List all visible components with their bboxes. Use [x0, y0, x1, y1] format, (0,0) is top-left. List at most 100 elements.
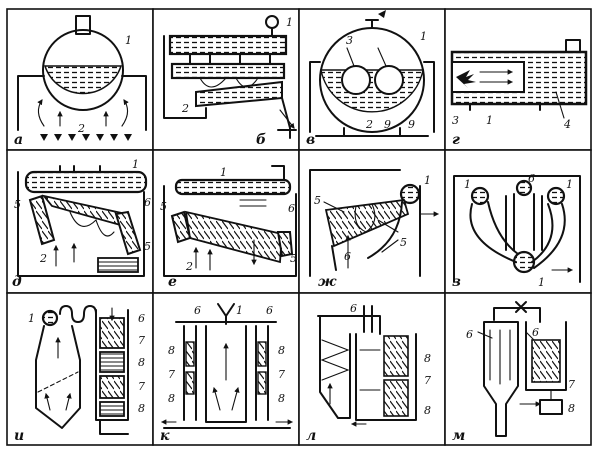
panel-m-label-7: 7 [568, 378, 575, 391]
panel-l-steam-lines [363, 305, 373, 333]
panel-e-tube-bank [184, 210, 283, 264]
panel-i-label-8b: 8 [138, 402, 145, 415]
panel-z-drum-right [546, 186, 566, 206]
panel-m-leaders-6 [477, 331, 535, 341]
panel-d-gas-path [69, 211, 115, 237]
panel-zh-leaders-5 [323, 201, 399, 253]
panel-d-label-1: 1 [132, 158, 139, 171]
panel-m-shaft [525, 321, 567, 391]
panel-zh-letter: ж [318, 274, 337, 290]
panel-z-label-1c: 1 [538, 276, 545, 289]
panel-e-letter: е [168, 274, 177, 290]
panel-i-label-1: 1 [28, 312, 35, 325]
panel-m-top-piping [493, 307, 541, 323]
panel-z-drum-middle [515, 179, 533, 197]
panel-e-label-5b: 5 [290, 252, 297, 265]
panel-l-label-6: 6 [350, 302, 357, 315]
panel-d-grate [97, 257, 139, 273]
panel-e-label-1: 1 [220, 166, 227, 179]
panel-g-leader-4 [555, 91, 565, 119]
panel-zh-label-5a: 5 [314, 194, 321, 207]
panel-e-outlet [271, 165, 285, 181]
panel-z-label-1a: 1 [464, 178, 471, 191]
panel-k-label-6b: 6 [266, 304, 273, 317]
panel-g-label-3: 3 [452, 114, 459, 127]
panel-b-frame [152, 8, 300, 151]
panel-a-brickwork [17, 75, 147, 131]
panel-a-burner-flames [40, 134, 132, 141]
panel-v-flue-tube-left [341, 65, 371, 95]
panel-d-label-5b: 5 [144, 240, 151, 253]
panel-i-label-7a: 7 [138, 334, 145, 347]
panel-g-letter: г [452, 132, 460, 148]
panel-a-label-1: 1 [125, 34, 132, 47]
panel-zh-gas-loop [354, 203, 376, 233]
panel-g-label-1: 1 [486, 114, 493, 127]
panel-b-flue-arrow [279, 109, 295, 129]
panel-d-header-right [114, 210, 142, 256]
panel-v-leader-3 [346, 47, 387, 67]
panel-v-label-2: 2 [365, 118, 373, 131]
panel-zh-setting [309, 169, 421, 277]
panel-b-label-1: 1 [286, 16, 293, 29]
panel-v-shell [319, 27, 425, 133]
panel-d-label-2: 2 [39, 252, 47, 265]
panel-a-steam-dome [75, 15, 91, 35]
panel-e-label-6: 6 [288, 202, 295, 215]
panel-b-label-2: 2 [181, 102, 189, 115]
panel-d-label-6: 6 [144, 196, 151, 209]
panel-b-risers [189, 53, 271, 65]
panel-b-upper-drum [168, 34, 288, 56]
panel-i-label-8a: 8 [138, 356, 145, 369]
panel-g: 3 1 4 г [444, 8, 592, 151]
panel-i-economizer-lower [99, 375, 125, 399]
panel-k-label-7b: 7 [278, 368, 285, 381]
panel-i-label-6: 6 [138, 312, 145, 325]
panel-d-header-left [28, 194, 56, 246]
panel-l-furnace [319, 315, 351, 419]
panel-l-label-7: 7 [424, 374, 431, 387]
panel-z-drum-left [470, 186, 490, 206]
panel-m-letter: м [452, 428, 465, 444]
panel-i-label-7b: 7 [138, 380, 145, 393]
panel-e-setting [163, 185, 297, 277]
panel-d-letter: д [12, 274, 22, 290]
panel-v-label-3: 3 [346, 34, 353, 47]
panel-d: 1 5 6 5 2 д [6, 149, 154, 294]
panel-a-letter: а [14, 132, 23, 148]
panel-z-tubes-left [469, 201, 519, 263]
panel-i-furnace [35, 325, 81, 429]
panel-v-supports [315, 127, 429, 137]
panel-b-middle-drum [170, 62, 286, 80]
panel-b-gas-path [199, 77, 259, 88]
panel-l-label-8a: 8 [424, 352, 431, 365]
panel-k-letter: к [160, 428, 170, 444]
panel-l-letter: л [306, 428, 316, 444]
panel-zh-label-5b: 5 [400, 236, 407, 249]
panel-k-coil [185, 341, 195, 367]
panel-b-furnace [163, 35, 207, 119]
panel-z-label-1b: 1 [566, 178, 573, 191]
panel-zh-tube-bank [324, 199, 410, 248]
panel-i-superheater [59, 305, 97, 323]
panel-g-label-4: 4 [563, 118, 571, 131]
panel-i-economizer-upper [99, 317, 125, 349]
panel-z-tubes-right [531, 203, 566, 269]
panel-i-drum [41, 309, 59, 327]
panel-v-valve-handle [378, 10, 386, 18]
panel-v-setting [309, 61, 435, 133]
panel-v: 1 3 2 9 9 в [298, 8, 446, 151]
panel-zh-label-1: 1 [424, 174, 431, 187]
panel-e-header-right [276, 231, 294, 258]
panel-m-label-6a: 6 [466, 328, 473, 341]
panel-zh-downcomers [331, 201, 403, 271]
panel-l-coil-upper [383, 335, 409, 377]
panel-a-drum [42, 29, 124, 111]
panel-k-label-8d: 8 [278, 392, 285, 405]
panel-i-letter: и [14, 428, 24, 444]
panel-l-leaders [359, 349, 381, 391]
panel-i-flame-arrow [44, 392, 51, 411]
panel-a-gas-arrow-right [121, 99, 129, 127]
panel-k: 6 1 6 8 8 7 7 8 8 к [152, 292, 300, 446]
